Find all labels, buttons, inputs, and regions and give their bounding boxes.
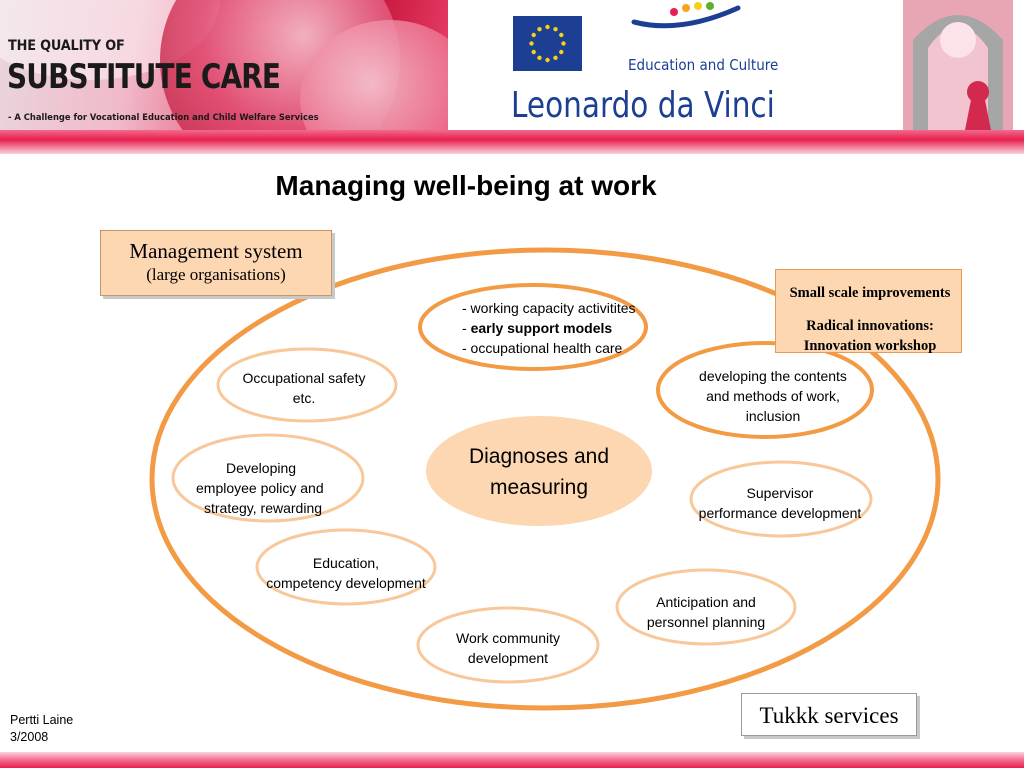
node-line: employee policy and bbox=[196, 480, 324, 496]
education-culture-label: Education and Culture bbox=[628, 56, 779, 74]
node-supervisor-ellipse bbox=[689, 460, 873, 538]
innovation-workshop-label: Innovation workshop bbox=[803, 338, 937, 354]
management-system-label: Management system bbox=[129, 239, 303, 263]
brand-line-2: SUBSTITUTE CARE bbox=[7, 57, 281, 97]
outer-ellipse bbox=[149, 247, 941, 711]
node-developing-contents-label: developing the contents and methods of w… bbox=[672, 366, 874, 426]
node-line: developing the contents bbox=[699, 368, 847, 384]
tukkk-services-box: Tukkk services bbox=[741, 693, 917, 736]
education-culture-logo-icon bbox=[631, 2, 741, 29]
eu-stars bbox=[529, 24, 566, 63]
node-line: strategy, rewarding bbox=[204, 500, 323, 516]
keyhole-logo-icon bbox=[903, 0, 1013, 130]
node-work-community-label: Work community development bbox=[418, 628, 598, 668]
node-line: competency development bbox=[266, 575, 426, 591]
node-education-ellipse bbox=[255, 528, 437, 606]
node-occupational-ellipse bbox=[216, 347, 398, 423]
node-line-bold: early support models bbox=[470, 320, 613, 336]
brand-line-3: - A Challenge for Vocational Education a… bbox=[8, 113, 319, 123]
improvements-box bbox=[775, 269, 962, 353]
header-divider bbox=[0, 130, 1024, 154]
node-line: and methods of work, bbox=[706, 388, 840, 404]
center-label-line: measuring bbox=[489, 476, 589, 499]
author-name: Pertti Laine bbox=[10, 713, 74, 727]
node-line: Education, bbox=[312, 555, 380, 571]
eu-flag-icon bbox=[513, 16, 582, 71]
node-line: performance development bbox=[698, 505, 862, 521]
node-occupational-label: Occupational safety etc. bbox=[218, 368, 390, 408]
center-label-line: Diagnoses and bbox=[468, 445, 610, 468]
node-line: Supervisor bbox=[746, 485, 814, 501]
author-info: Pertti Laine 3/2008 bbox=[10, 712, 73, 746]
node-line: - working capacity activitites bbox=[462, 300, 636, 316]
node-line: personnel planning bbox=[646, 614, 766, 630]
node-work-community-ellipse bbox=[416, 606, 600, 684]
node-supervisor-label: Supervisor performance development bbox=[680, 483, 880, 523]
node-line-prefix: - bbox=[462, 320, 471, 336]
node-line: Occupational safety bbox=[242, 370, 366, 386]
node-line: - early support models bbox=[462, 318, 682, 338]
center-ellipse bbox=[426, 416, 652, 526]
node-employee-policy-label: Developing employee policy and strategy,… bbox=[180, 458, 356, 518]
node-line: inclusion bbox=[745, 408, 801, 424]
page-title: Managing well-being at work bbox=[275, 170, 657, 201]
management-system-sublabel: (large organisations) bbox=[146, 265, 286, 284]
node-line: Developing bbox=[226, 460, 297, 476]
node-anticipation-label: Anticipation and personnel planning bbox=[616, 592, 796, 632]
header-banner-image: THE QUALITY OF SUBSTITUTE CARE - A Chall… bbox=[0, 0, 448, 130]
node-anticipation-ellipse bbox=[615, 568, 797, 646]
node-developing-contents-ellipse bbox=[656, 341, 874, 439]
node-line: etc. bbox=[292, 390, 316, 406]
program-name: Leonardo da Vinci bbox=[511, 85, 775, 126]
brand-line-1: THE QUALITY OF bbox=[8, 38, 125, 54]
node-line: Anticipation and bbox=[656, 594, 756, 610]
management-system-box: Management system (large organisations) bbox=[100, 230, 332, 296]
node-top-label: - working capacity activitites - early s… bbox=[462, 298, 682, 358]
radical-innovations-label: Radical innovations: bbox=[806, 318, 934, 334]
small-improvements-label: Small scale improvements bbox=[789, 285, 951, 301]
node-line: development bbox=[467, 650, 549, 666]
node-employee-policy-ellipse bbox=[171, 433, 365, 523]
node-top-ellipse bbox=[418, 283, 648, 371]
footer-divider bbox=[0, 752, 1024, 768]
node-line: Work community bbox=[456, 630, 560, 646]
node-education-label: Education, competency development bbox=[248, 553, 444, 593]
node-line: - occupational health care bbox=[462, 340, 623, 356]
author-date: 3/2008 bbox=[10, 730, 49, 744]
center-label: Diagnoses and measuring bbox=[430, 441, 648, 503]
